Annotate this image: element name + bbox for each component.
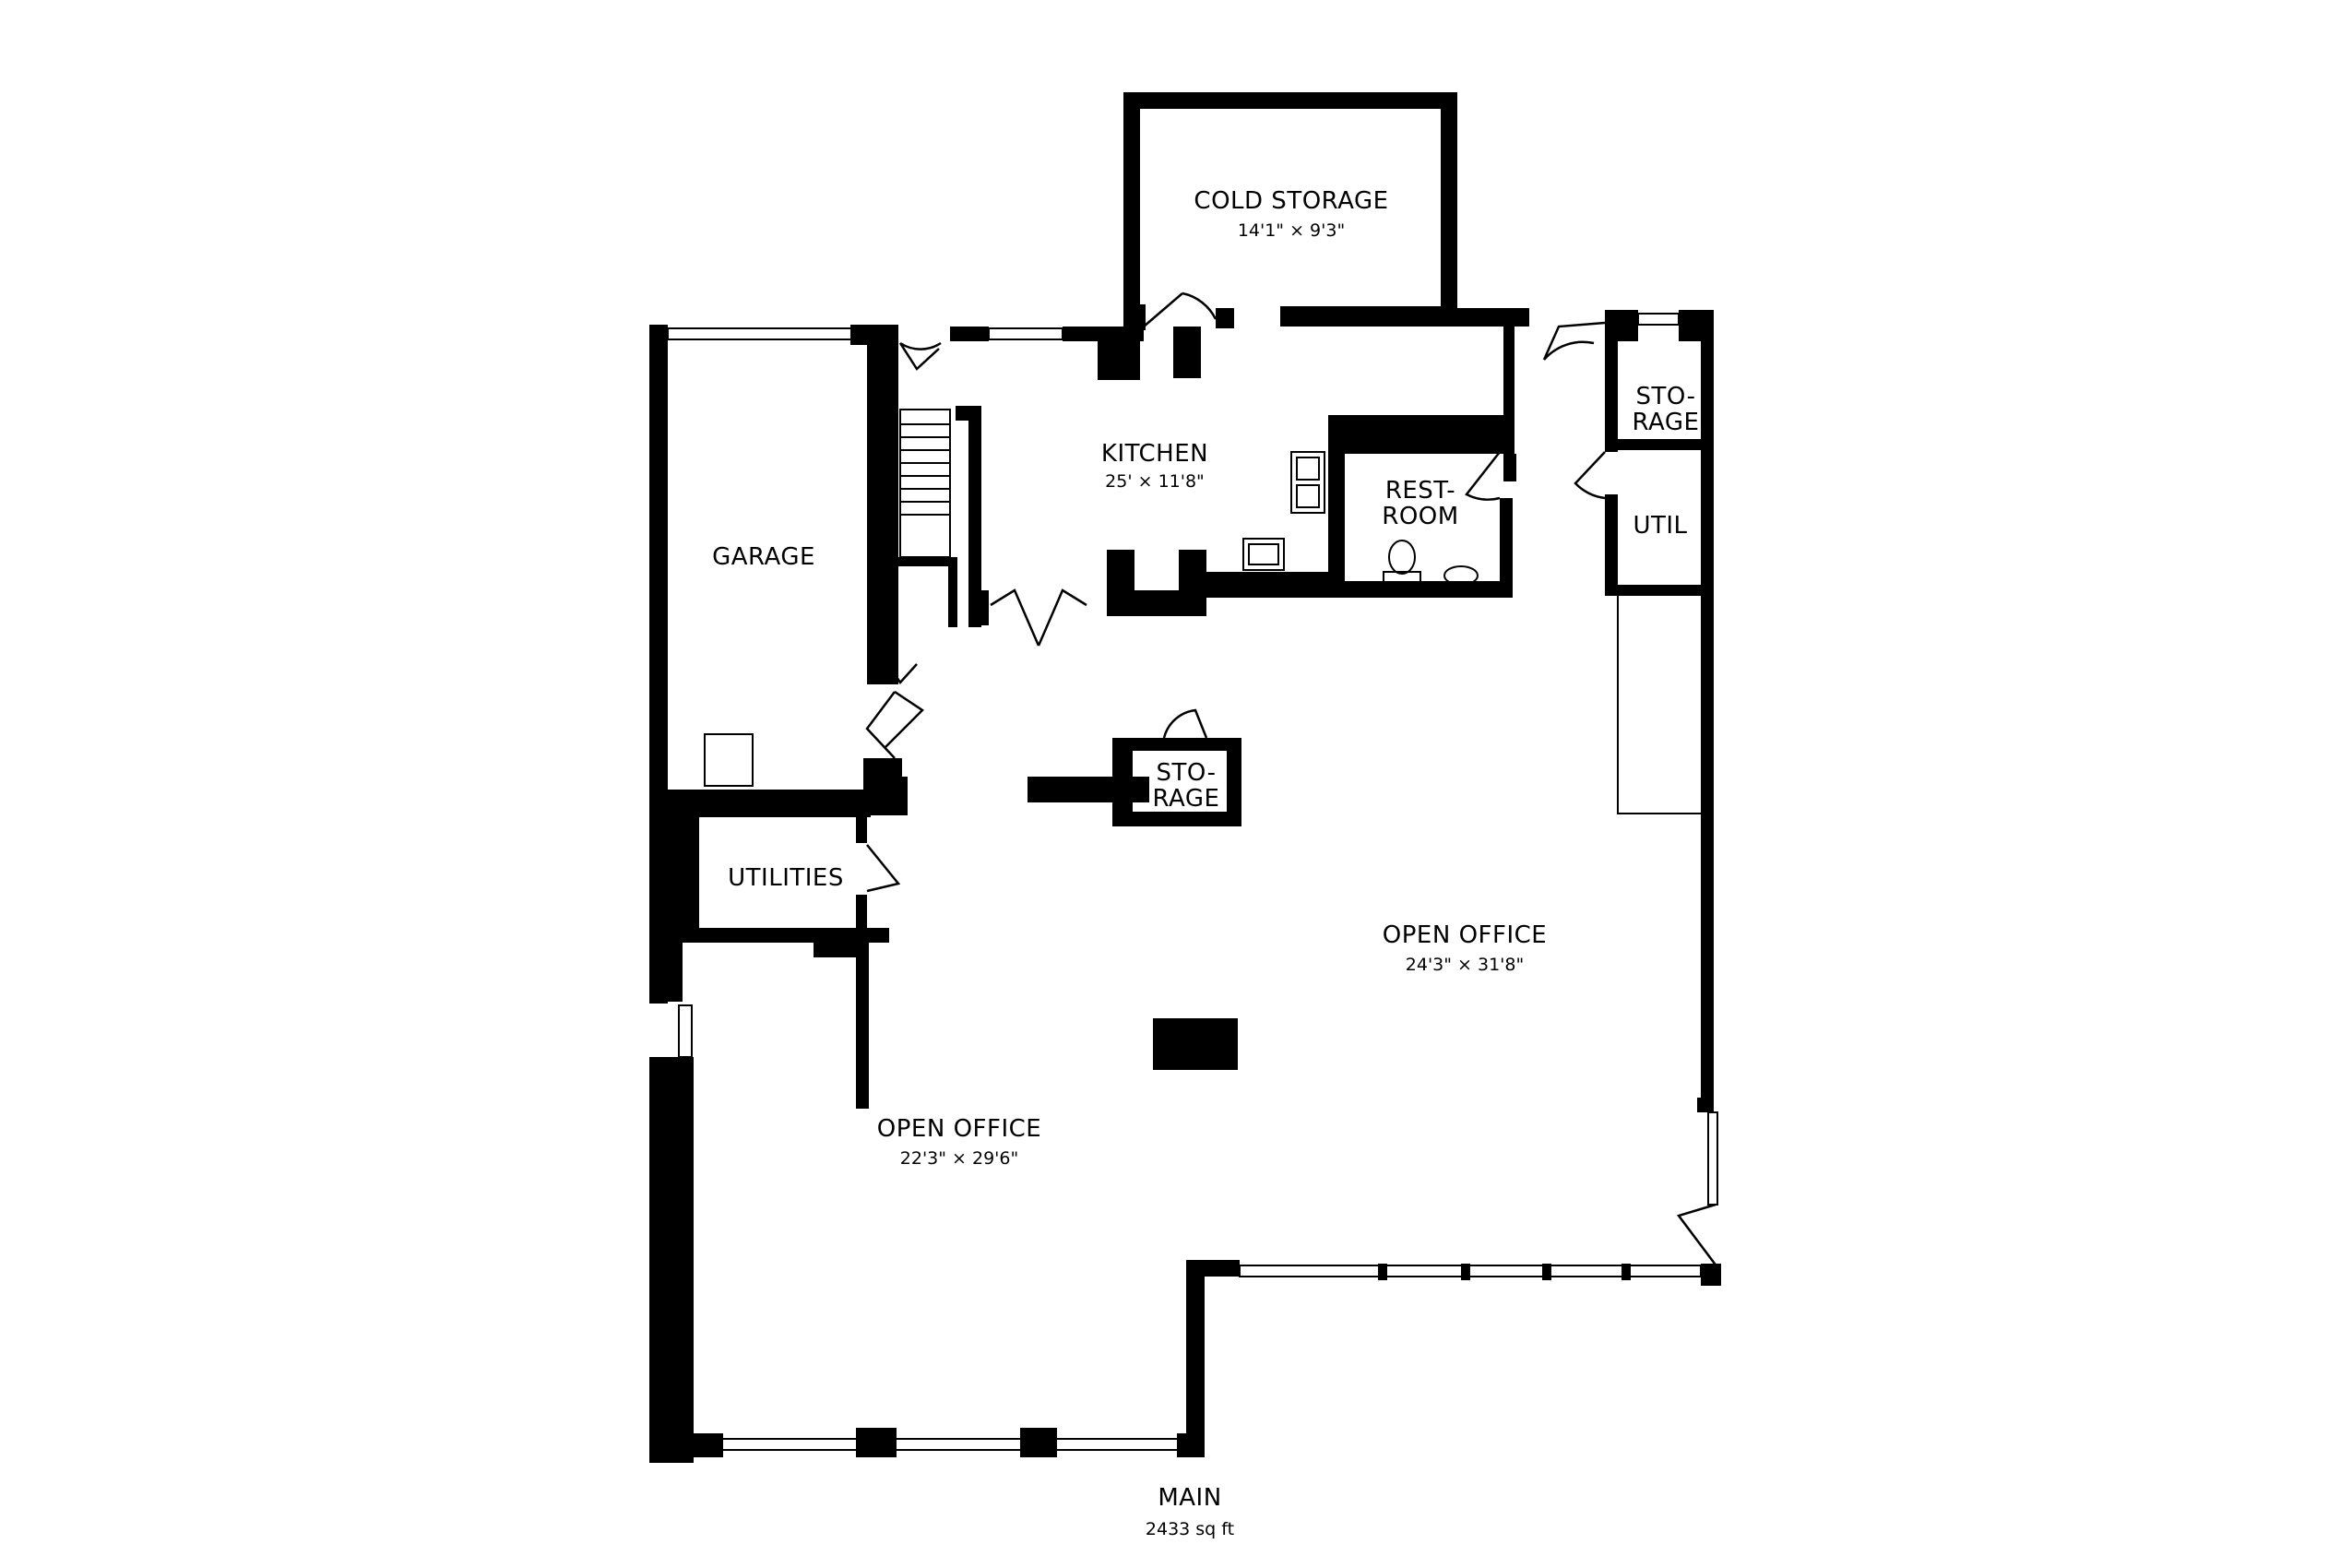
room-label-cold-storage: COLD STORAGE 14'1" × 9'3" — [1194, 187, 1388, 241]
svg-text:KITCHEN: KITCHEN — [1101, 440, 1208, 468]
svg-text:RAGE: RAGE — [1633, 409, 1700, 436]
west-wall — [649, 812, 694, 1463]
svg-text:ROOM: ROOM — [1382, 503, 1458, 530]
room-label-storage-center: STO- RAGE — [1153, 759, 1220, 813]
floor-label: MAIN 2433 sq ft — [1146, 1484, 1234, 1539]
svg-text:MAIN: MAIN — [1158, 1484, 1221, 1512]
room-label-open-office-east: OPEN OFFICE 24'3" × 31'8" — [1383, 921, 1547, 975]
svg-text:24'3" × 31'8": 24'3" × 31'8" — [1406, 955, 1524, 975]
svg-text:2433 sq ft: 2433 sq ft — [1146, 1519, 1234, 1539]
svg-text:REST-: REST- — [1385, 477, 1455, 505]
svg-text:RAGE: RAGE — [1153, 785, 1220, 813]
room-label-utilities: UTILITIES — [728, 864, 844, 892]
svg-text:COLD STORAGE: COLD STORAGE — [1194, 187, 1388, 215]
room-label-restroom: REST- ROOM — [1382, 477, 1458, 530]
room-label-open-office-west: OPEN OFFICE 22'3" × 29'6" — [877, 1115, 1041, 1169]
svg-text:STO-: STO- — [1157, 759, 1217, 787]
ne-storage-walls — [1542, 310, 1714, 1112]
svg-text:OPEN OFFICE: OPEN OFFICE — [1383, 921, 1547, 949]
east-wall — [1676, 1098, 1721, 1286]
restroom-walls — [1345, 439, 1513, 594]
svg-text:14'1" × 9'3": 14'1" × 9'3" — [1238, 220, 1345, 241]
utilities-walls — [683, 812, 901, 1109]
svg-text:OPEN OFFICE: OPEN OFFICE — [877, 1115, 1041, 1143]
kitchen-walls — [950, 308, 1529, 647]
stairs — [898, 409, 957, 627]
south-walls — [649, 1260, 1702, 1457]
svg-text:25' × 11'8": 25' × 11'8" — [1105, 471, 1205, 492]
room-label-garage: GARAGE — [712, 543, 815, 571]
column — [1153, 1018, 1238, 1070]
room-label-storage-ne: STO- RAGE — [1633, 383, 1700, 436]
room-label-util: UTIL — [1633, 512, 1687, 540]
svg-text:22'3" × 29'6": 22'3" × 29'6" — [900, 1148, 1018, 1169]
center-storage-walls — [1028, 708, 1241, 826]
room-label-kitchen: KITCHEN 25' × 11'8" — [1101, 440, 1208, 492]
svg-text:STO-: STO- — [1636, 383, 1696, 410]
